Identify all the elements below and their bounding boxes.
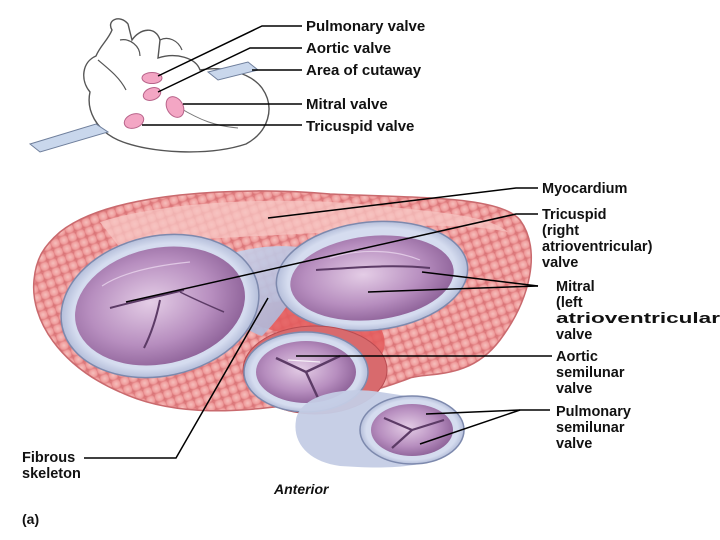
label-aortic-line1: Aortic	[556, 349, 598, 365]
label-aortic: Aortic semilunar valve	[556, 349, 625, 397]
cutaway-plane-left	[30, 124, 108, 152]
label-pulmonary-line3: valve	[556, 436, 592, 452]
label-mitral-line1: Mitral	[556, 279, 595, 295]
label-mitral-line4: valve	[556, 327, 592, 343]
label-tricuspid-valve: Tricuspid valve	[306, 118, 414, 135]
label-mitral-line2: (left	[556, 295, 583, 311]
label-pulmonary-valve: Pulmonary valve	[306, 18, 425, 35]
label-tricuspid-line4: valve	[542, 255, 578, 271]
label-fibrous-line1: Fibrous	[22, 450, 75, 466]
panel-tag: (a)	[22, 511, 39, 527]
label-mitral-valve: Mitral valve	[306, 96, 388, 113]
label-mitral: Mitral (left atrioventricular valve	[556, 279, 720, 343]
label-aortic-valve: Aortic valve	[306, 40, 391, 57]
label-tricuspid-line3: atrioventricular)	[542, 239, 653, 255]
label-tricuspid-line1: Tricuspid	[542, 207, 606, 223]
pulmonary-valve-drawing	[295, 390, 464, 467]
label-aortic-line3: valve	[556, 381, 592, 397]
label-pulmonary-line1: Pulmonary	[556, 404, 631, 420]
label-tricuspid: Tricuspid (right atrioventricular) valve	[542, 207, 653, 271]
label-pulmonary-line2: semilunar	[556, 420, 625, 436]
label-area-of-cutaway: Area of cutaway	[306, 62, 422, 79]
label-myocardium: Myocardium	[542, 181, 627, 197]
inset-pulmonary-valve-icon	[142, 73, 162, 84]
label-fibrous-skeleton: Fibrous skeleton	[22, 450, 81, 482]
label-aortic-line2: semilunar	[556, 365, 625, 381]
inset-heart	[30, 19, 269, 152]
label-pulmonary: Pulmonary semilunar valve	[556, 404, 631, 452]
label-anterior: Anterior	[273, 481, 330, 497]
label-fibrous-line2: skeleton	[22, 466, 81, 482]
label-tricuspid-line2: (right	[542, 223, 579, 239]
label-mitral-line3: atrioventricular	[556, 311, 720, 327]
